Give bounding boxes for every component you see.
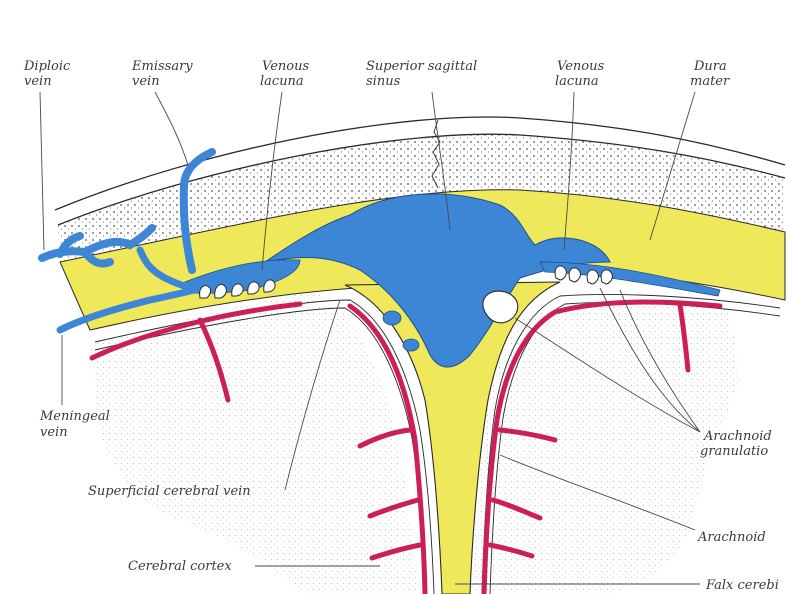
label-superior-sagittal-sinus: Superior sagittal sinus [366, 59, 481, 89]
label-diploic-vein: Diploic vein [23, 59, 74, 89]
label-arachnoid: Arachnoid [697, 530, 766, 545]
falx-lacuna-1 [383, 311, 401, 325]
label-falx-cerebri: Falx cerebi [705, 578, 779, 593]
falx-lacuna-2 [403, 339, 419, 351]
label-arachnoid-granulation: Arachnoid granulatio [700, 429, 776, 459]
label-superficial-cerebral-vein: Superficial cerebral vein [88, 484, 251, 499]
label-dura-mater: Dura mater [690, 59, 731, 89]
leader-emissary-vein [155, 92, 188, 165]
label-emissary-vein: Emissary vein [131, 59, 197, 89]
label-venous-lacuna-right: Venous lacuna [555, 59, 608, 89]
label-cerebral-cortex: Cerebral cortex [128, 559, 232, 574]
leader-diploic-vein [40, 92, 44, 250]
label-venous-lacuna-left: Venous lacuna [260, 59, 313, 89]
